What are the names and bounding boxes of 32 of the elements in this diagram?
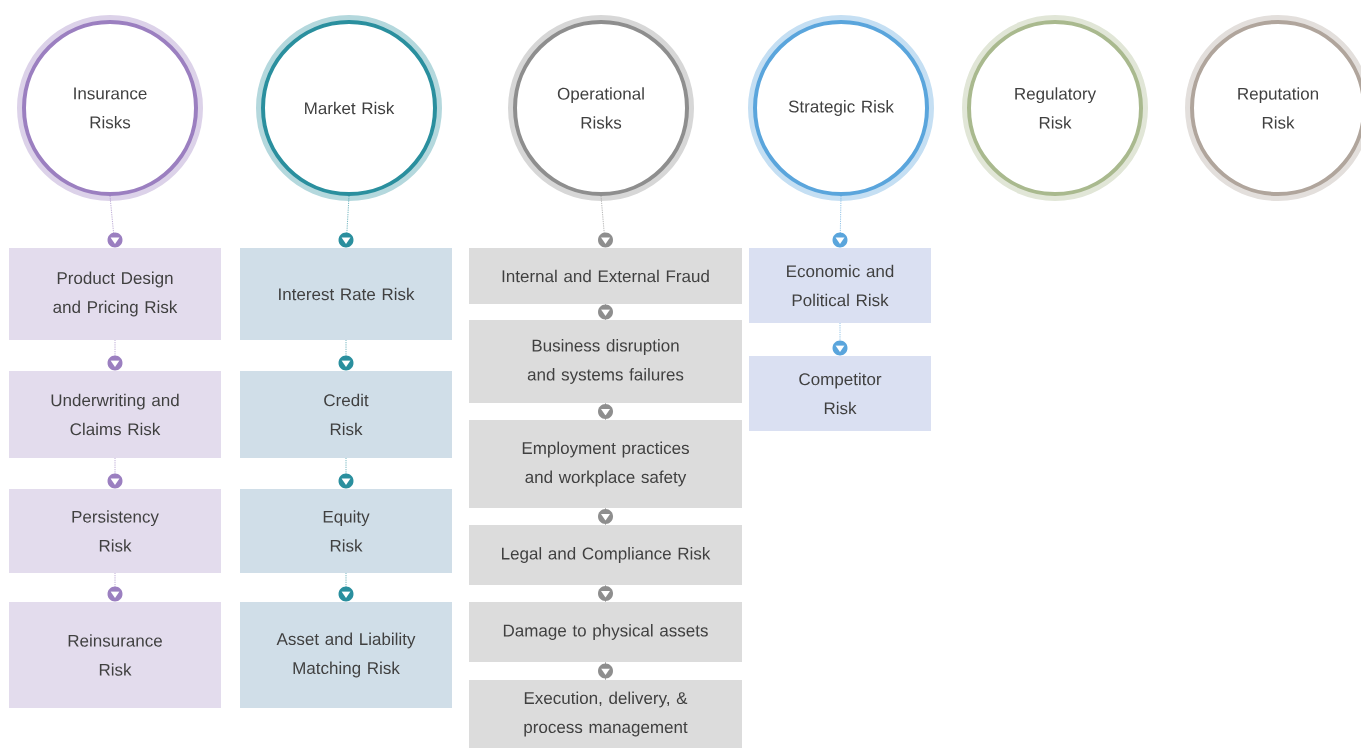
risk-box: Damage to physical assets	[469, 602, 742, 662]
arrow	[338, 339, 354, 372]
risk-box: Interest Rate Risk	[240, 248, 452, 340]
risk-box: Product Design and Pricing Risk	[9, 248, 221, 340]
arrow	[598, 303, 613, 321]
arrow	[832, 195, 848, 249]
arrow	[338, 195, 354, 249]
risk-box: Credit Risk	[240, 371, 452, 458]
risk-box: Employment practices and workplace safety	[469, 420, 742, 508]
risk-box: Equity Risk	[240, 489, 452, 573]
risk-box: Underwriting and Claims Risk	[9, 371, 221, 458]
risk-box: Economic and Political Risk	[749, 248, 931, 323]
arrow	[107, 339, 123, 372]
arrow	[598, 584, 613, 603]
arrow	[107, 195, 123, 249]
risk-box: Competitor Risk	[749, 356, 931, 431]
risk-box: Reinsurance Risk	[9, 602, 221, 708]
arrow	[832, 322, 848, 357]
arrow	[598, 195, 613, 249]
arrow	[338, 572, 354, 603]
arrow	[598, 661, 613, 681]
risk-box: Execution, delivery, & process management	[469, 680, 742, 748]
arrow	[107, 457, 123, 490]
arrow	[598, 402, 613, 421]
arrow	[598, 507, 613, 526]
arrow	[338, 457, 354, 490]
risk-box: Internal and External Fraud	[469, 248, 742, 304]
risk-box: Asset and Liability Matching Risk	[240, 602, 452, 708]
risk-box: Persistency Risk	[9, 489, 221, 573]
risk-box: Business disruption and systems failures	[469, 320, 742, 403]
arrow	[107, 572, 123, 603]
risk-box: Legal and Compliance Risk	[469, 525, 742, 585]
